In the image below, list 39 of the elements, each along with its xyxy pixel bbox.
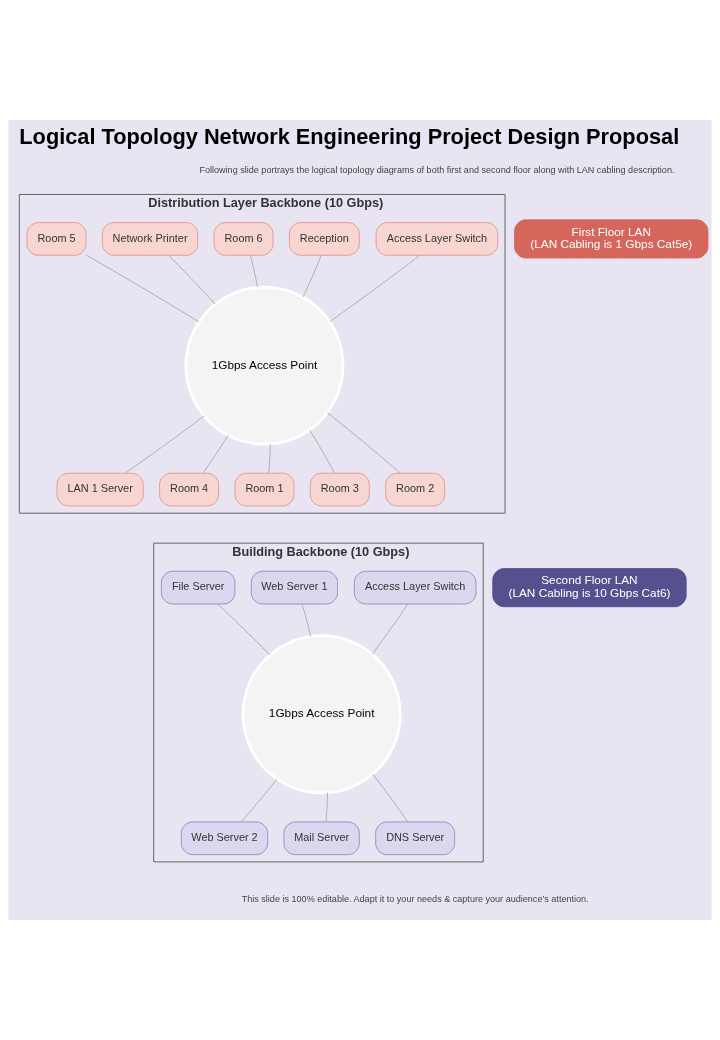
node-box: Access Layer Switch [353,570,477,605]
node-box: Second Floor LAN (LAN Cabling is 10 Gbps Cat6) [492,568,687,608]
label: Following slide portrays the logical topology diagrams of both first and second floor along with LAN cabling description. [199,165,675,176]
node-box: Room 2 [385,472,446,507]
connector [85,254,200,323]
node-box: DNS Server [375,821,456,856]
connector [372,773,408,823]
connector [268,443,271,474]
node-box: Room 5 [26,222,87,256]
node-box: Network Printer [101,222,199,256]
node-box: Web Server 2 [180,821,269,856]
node-box: Web Server 1 [250,570,338,605]
node-box: First Floor LAN (LAN Cabling is 1 Gbps Cat5e) [514,219,709,259]
connector [302,254,322,298]
node-box: File Server [160,570,236,605]
node-box: Room 4 [159,472,220,507]
node-box: Room 3 [309,472,370,507]
connector [329,254,421,322]
connector [168,254,216,305]
connector [326,412,401,474]
connector [249,254,258,288]
node-box: LAN 1 Server [56,472,144,507]
node-circle: 1Gbps Access Point [184,285,345,446]
node-box: Access Layer Switch [375,222,499,256]
label: This slide is 100% editable. Adapt it to your needs & capture your audience’s attention. [241,894,589,905]
connector [309,429,335,474]
connector [202,435,229,474]
connector [301,603,312,637]
connector [325,792,328,823]
node-circle: 1Gbps Access Point [241,634,402,795]
connector [240,778,278,823]
connector [125,415,205,474]
node-box: Room 1 [234,472,295,507]
diagram-title: Logical Topology Network Engineering Project Design Proposal [19,123,680,149]
node-box: Reception [288,222,360,256]
connector [371,603,409,655]
node-box: Room 6 [213,222,274,256]
connector [217,603,271,656]
node-box: Mail Server [283,821,360,856]
